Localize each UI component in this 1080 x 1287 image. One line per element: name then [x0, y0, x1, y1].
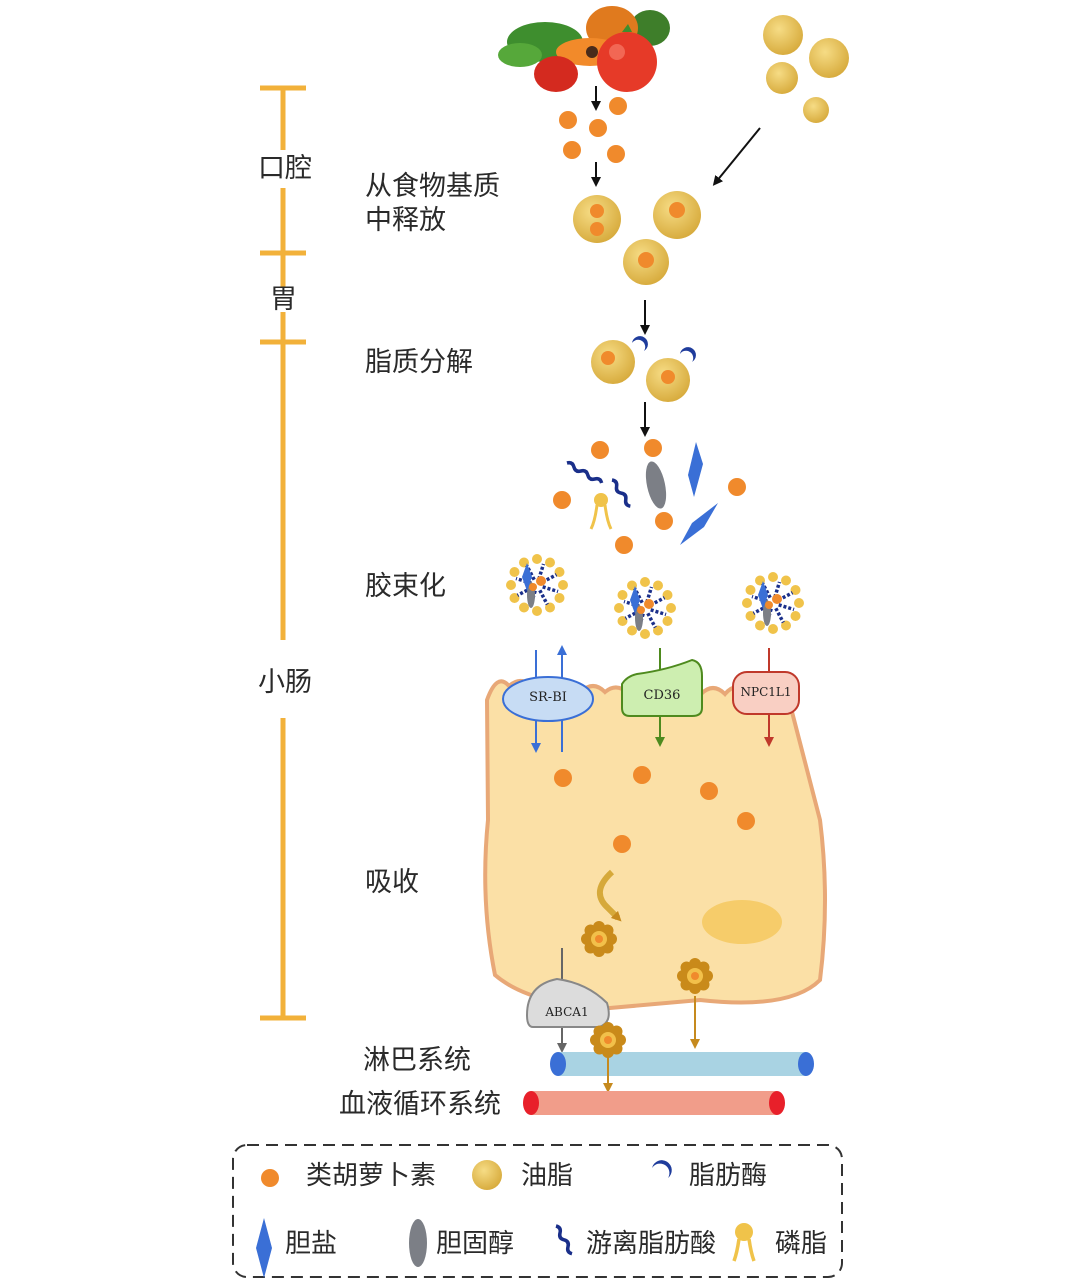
stage-absorption-label: 吸收 [365, 867, 419, 898]
blood-vessel [523, 1091, 785, 1115]
stage-release-label: 从食物基质 中释放 [365, 171, 500, 236]
micelle-3 [742, 572, 804, 634]
legend-box [232, 1144, 843, 1278]
legend-fatty-acid-swatch [555, 1224, 573, 1256]
phospholipid-icon [589, 493, 613, 530]
legend-fatty-acid-label: 游离脂肪酸 [586, 1229, 717, 1259]
cd36-label: CD36 [643, 688, 681, 703]
sr-bi-transporter [502, 645, 594, 753]
npc1l1-transporter [732, 648, 800, 747]
legend-carotenoid-swatch [261, 1169, 279, 1187]
timeline [260, 85, 306, 1021]
cd36-transporter [621, 648, 703, 747]
legend-bile-salt-label: 胆盐 [285, 1229, 338, 1259]
sr-bi-label: SR-BI [529, 690, 567, 705]
abca1-label: ABCA1 [545, 1005, 589, 1019]
digestion-products [553, 439, 746, 554]
legend-lipase-label: 脂肪酶 [689, 1161, 768, 1191]
legend-cholesterol-swatch [409, 1219, 427, 1267]
legend-lipase-swatch [652, 1160, 672, 1178]
lipase-icon [632, 336, 648, 351]
blood-system-label: 血液循环系统 [339, 1089, 501, 1120]
nucleus [702, 900, 782, 944]
released-carotenoids [559, 97, 627, 163]
lipase-icon [680, 347, 696, 362]
chylomicron-2 [677, 958, 713, 994]
legend-carotenoid-label: 类胡萝卜素 [306, 1161, 437, 1191]
stage-micellization-label: 胶束化 [365, 571, 446, 602]
chylomicron-3 [590, 1022, 626, 1058]
stage-lipolysis-label: 脂质分解 [365, 347, 473, 378]
legend-oil-swatch [472, 1160, 502, 1190]
legend-oil-label: 油脂 [521, 1161, 574, 1191]
legend-phospholipid-label: 磷脂 [775, 1229, 828, 1259]
packaging-arrow [597, 869, 622, 922]
micelle-2 [614, 577, 676, 639]
lymph-system-label: 淋巴系统 [363, 1045, 471, 1076]
segment-stomach-label: 胃 [270, 284, 297, 315]
legend-bile-salt-swatch [256, 1218, 272, 1278]
npc1l1-label: NPC1L1 [740, 685, 792, 699]
food-vegetables-icon [498, 6, 670, 92]
lymph-vessel [550, 1052, 814, 1076]
intracellular-carotenoids [554, 766, 755, 853]
legend-cholesterol-label: 胆固醇 [436, 1229, 515, 1259]
carotenoid-oil-droplets [573, 191, 701, 285]
legend-phospholipid-swatch [732, 1223, 756, 1262]
oil-arrow [712, 127, 761, 186]
segment-small-intestine-label: 小肠 [258, 667, 312, 698]
chylomicron-1 [581, 921, 617, 957]
segment-mouth-label: 口腔 [258, 153, 312, 184]
abca1-transporter [525, 948, 610, 1053]
micelle-1 [506, 554, 568, 616]
oil-globules-top [763, 15, 849, 123]
lipolysis-droplets [591, 336, 696, 402]
